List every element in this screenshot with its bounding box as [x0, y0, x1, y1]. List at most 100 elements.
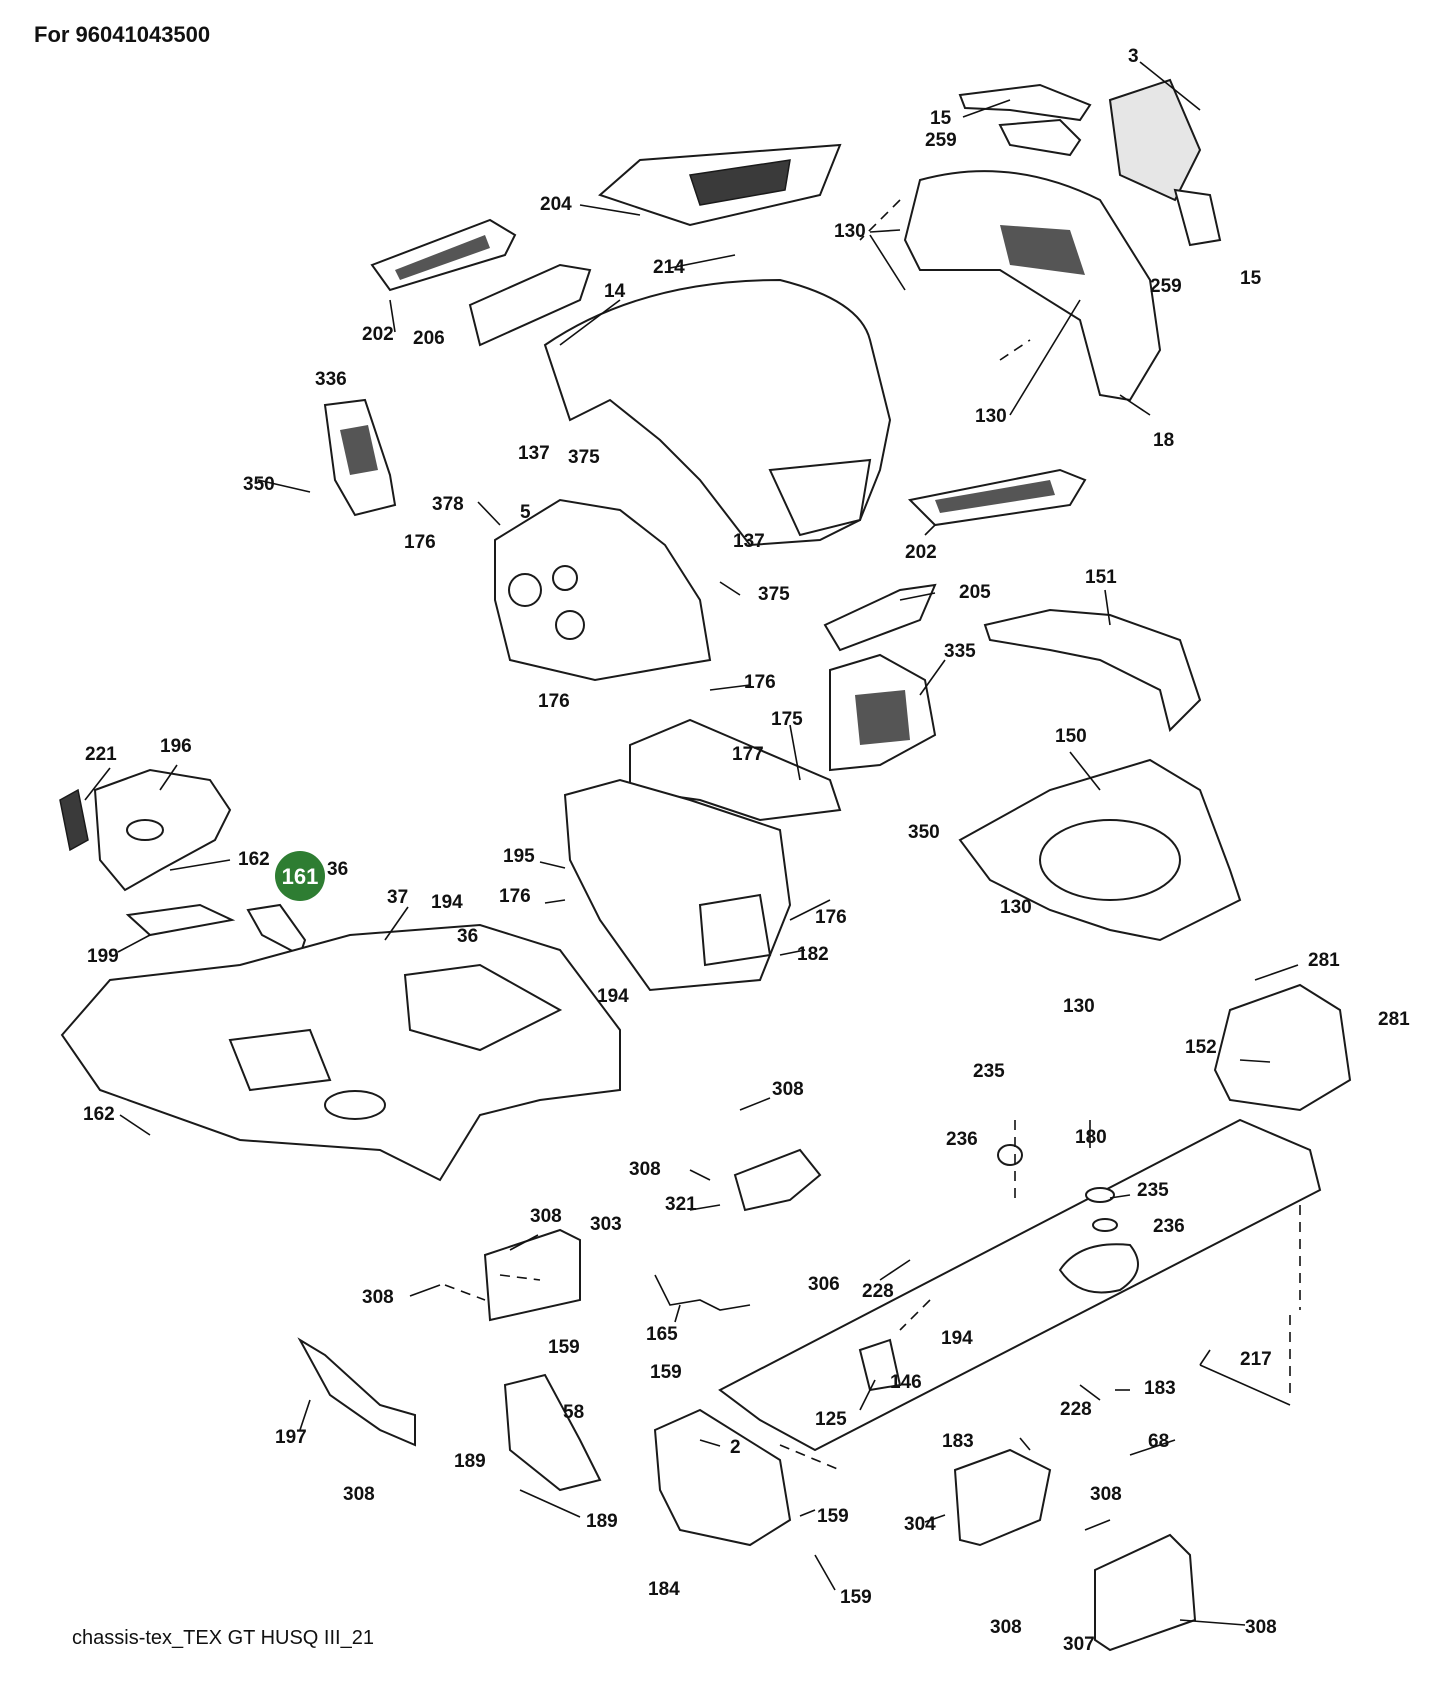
- label-part-304: 304: [904, 1514, 936, 1535]
- label-part-335: 335: [944, 641, 976, 662]
- part-decal-221: [59, 788, 89, 852]
- label-part-176: 176: [538, 691, 570, 712]
- label-part-68: 68: [1148, 1431, 1169, 1452]
- label-part-159: 159: [650, 1362, 682, 1383]
- label-part-378: 378: [432, 494, 464, 515]
- label-part-3: 3: [1128, 46, 1139, 67]
- label-part-228: 228: [862, 1281, 894, 1302]
- label-part-202: 202: [905, 542, 937, 563]
- label-part-308: 308: [990, 1617, 1022, 1638]
- label-part-204: 204: [540, 194, 572, 215]
- label-part-281: 281: [1378, 1009, 1410, 1030]
- label-part-137: 137: [733, 531, 765, 552]
- part-bracket-304: [953, 1448, 1052, 1547]
- label-part-152: 152: [1185, 1037, 1217, 1058]
- label-part-350: 350: [908, 822, 940, 843]
- label-part-306: 306: [808, 1274, 840, 1295]
- label-part-176: 176: [404, 532, 436, 553]
- label-part-202: 202: [362, 324, 394, 345]
- label-part-221: 221: [85, 744, 117, 765]
- label-part-183: 183: [1144, 1378, 1176, 1399]
- label-part-197: 197: [275, 1427, 307, 1448]
- label-part-15: 15: [930, 108, 952, 129]
- label-part-15: 15: [1240, 268, 1262, 289]
- label-part-184: 184: [648, 1579, 680, 1600]
- label-part-130: 130: [834, 221, 866, 242]
- part-bracket-321: [733, 1148, 822, 1212]
- label-part-194: 194: [431, 892, 463, 913]
- label-part-259: 259: [1150, 276, 1182, 297]
- label-part-321: 321: [665, 1194, 697, 1215]
- label-part-194: 194: [941, 1328, 973, 1349]
- label-part-235: 235: [973, 1061, 1005, 1082]
- label-part-189: 189: [454, 1451, 486, 1472]
- label-part-146: 146: [890, 1372, 922, 1393]
- label-part-151: 151: [1085, 567, 1117, 588]
- label-part-130: 130: [1000, 897, 1032, 918]
- label-part-350: 350: [243, 474, 275, 495]
- highlight-circle: [275, 851, 325, 901]
- label-part-206: 206: [413, 328, 445, 349]
- label-part-189: 189: [586, 1511, 618, 1532]
- page-title: For 96041043500: [34, 22, 211, 47]
- label-part-180: 180: [1075, 1127, 1107, 1148]
- label-part-14: 14: [604, 281, 626, 302]
- label-part-236: 236: [946, 1129, 978, 1150]
- label-part-176: 176: [744, 672, 776, 693]
- part-front-grille: [903, 170, 1162, 402]
- label-part-195: 195: [503, 846, 535, 867]
- part-dash-console: [494, 498, 712, 682]
- part-bracket-303: [483, 1228, 581, 1322]
- part-bracket-151: [983, 608, 1202, 732]
- label-part-259: 259: [925, 130, 957, 151]
- part-161: [246, 903, 307, 957]
- label-part-130: 130: [975, 406, 1007, 427]
- label-part-176: 176: [499, 886, 531, 907]
- part-dash-trim: [468, 263, 592, 347]
- label-part-196: 196: [160, 736, 192, 757]
- label-part-159: 159: [817, 1506, 849, 1527]
- label-part-375: 375: [568, 447, 600, 468]
- label-part-375: 375: [758, 584, 790, 605]
- label-part-214: 214: [653, 257, 685, 278]
- label-part-303: 303: [590, 1214, 622, 1235]
- label-part-308: 308: [629, 1159, 661, 1180]
- label-part-18: 18: [1153, 430, 1174, 451]
- part-bracket-152: [1213, 983, 1352, 1112]
- leader-lines: [84, 61, 1299, 1626]
- part-plate-307: [1094, 1533, 1197, 1652]
- label-part-137: 137: [518, 443, 550, 464]
- label-part-159: 159: [548, 1337, 580, 1358]
- part-labels: 3 15 259 204 130 214 15 259 202 206 14 3…: [83, 46, 1410, 1655]
- label-part-308: 308: [772, 1079, 804, 1100]
- label-part-177: 177: [732, 744, 764, 765]
- part-bracket-199: [125, 903, 236, 937]
- label-part-176: 176: [815, 907, 847, 928]
- part-trim-205: [823, 583, 937, 652]
- label-part-236: 236: [1153, 1216, 1185, 1237]
- label-part-2: 2: [730, 1437, 741, 1458]
- label-part-36: 36: [457, 926, 478, 947]
- label-part-162: 162: [238, 849, 270, 870]
- label-part-58: 58: [563, 1402, 584, 1423]
- label-part-37: 37: [387, 887, 408, 908]
- label-part-165: 165: [646, 1324, 678, 1345]
- label-part-205: 205: [959, 582, 991, 603]
- label-part-159: 159: [840, 1587, 872, 1608]
- part-headlight-lens: [958, 83, 1092, 122]
- label-part-281: 281: [1308, 950, 1340, 971]
- highlight-marker-161[interactable]: 161: [275, 851, 325, 901]
- part-bracket-58: [503, 1373, 602, 1492]
- label-part-228: 228: [1060, 1399, 1092, 1420]
- label-part-125: 125: [815, 1409, 847, 1430]
- part-headlight-bracket: [1108, 78, 1202, 202]
- assembly-lines: [444, 199, 1301, 1471]
- part-fender-37: [60, 923, 621, 1182]
- label-part-217: 217: [1240, 1349, 1272, 1370]
- label-part-182: 182: [797, 944, 829, 965]
- label-part-308: 308: [343, 1484, 375, 1505]
- label-part-130: 130: [1063, 996, 1095, 1017]
- label-part-183: 183: [942, 1431, 974, 1452]
- label-part-336: 336: [315, 369, 347, 390]
